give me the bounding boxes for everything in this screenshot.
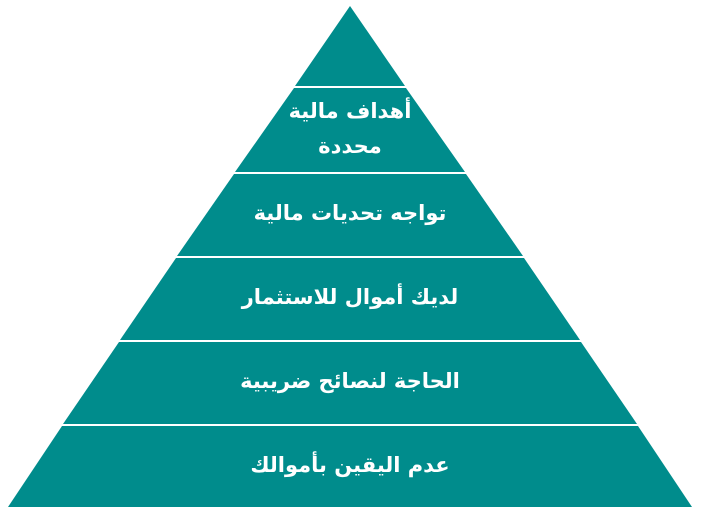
pyramid-tier-4 — [120, 258, 580, 340]
pyramid-tier-3 — [177, 174, 523, 256]
tier-6-label: عدم اليقين بأموالك — [250, 450, 449, 477]
tier-4-label: لديك أموال للاستثمار — [241, 282, 459, 309]
tier-2-label-line-2: محددة — [318, 134, 381, 158]
pyramid-tier-2 — [235, 88, 465, 172]
pyramid-tier-5 — [63, 342, 637, 424]
tier-3-label: تواجه تحديات مالية — [254, 201, 447, 225]
pyramid-tier-6 — [8, 426, 692, 507]
tier-5-label: الحاجة لنصائح ضريبية — [240, 369, 460, 393]
pyramid-tier-apex — [295, 6, 405, 86]
tier-2-label-line-1: أهداف مالية — [289, 96, 412, 123]
